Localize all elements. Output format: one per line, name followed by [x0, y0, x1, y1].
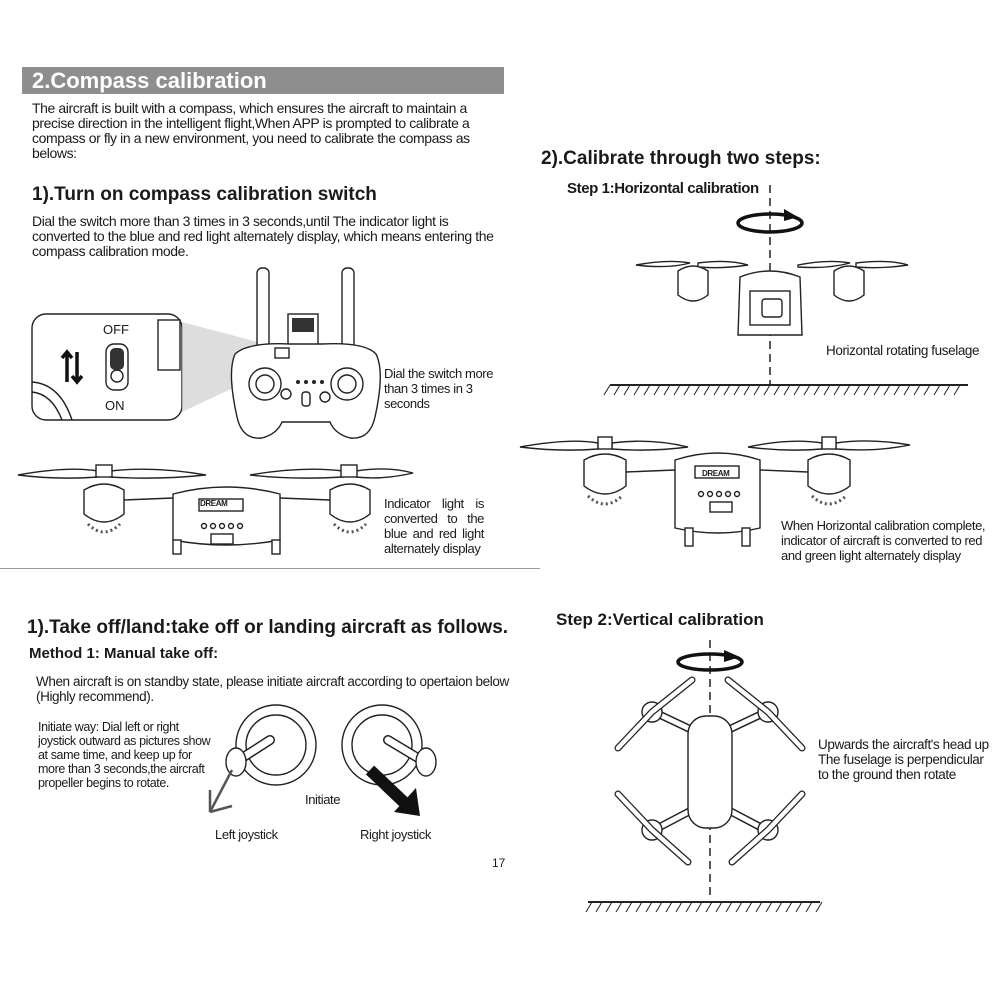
- section-title: 2.Compass calibration: [32, 68, 267, 94]
- left-joystick-label: Left joystick: [215, 827, 278, 842]
- section-title-banner: 2.Compass calibration: [22, 67, 504, 94]
- method-heading: Method 1: Manual take off:: [29, 645, 218, 662]
- step2-label: Step 2:Vertical calibration: [556, 610, 764, 630]
- vertical-caption: Upwards the aircraft's head up The fusel…: [818, 737, 996, 782]
- switch-icon: [92, 340, 142, 400]
- initiate-paragraph: Initiate way: Dial left or right joystic…: [38, 720, 213, 790]
- right-joystick-label: Right joystick: [360, 827, 431, 842]
- horizontal-caption: Horizontal rotating fuselage: [826, 343, 979, 358]
- indicator-caption: Indicator light is converted to the blue…: [384, 496, 484, 556]
- drone-brand-label-right: DREAM: [702, 469, 729, 478]
- horizontal-calibration-illustration: [598, 185, 978, 395]
- drone-brand-label: DREAM: [200, 499, 227, 508]
- step1-paragraph: Dial the switch more than 3 times in 3 s…: [32, 214, 497, 259]
- page-number: 17: [492, 856, 505, 870]
- dial-caption: Dial the switch more than 3 times in 3 s…: [384, 366, 496, 411]
- drone-front-view-left: [18, 458, 418, 570]
- takeoff-heading: 1).Take off/land:take off or landing air…: [27, 617, 508, 639]
- switch-arrows-icon: [60, 350, 84, 384]
- step1-heading: 1).Turn on compass calibration switch: [32, 184, 377, 206]
- right-joystick-icon: [334, 700, 444, 820]
- intro-paragraph: The aircraft is built with a compass, wh…: [32, 101, 502, 161]
- initiate-label: Initiate: [305, 792, 340, 807]
- switch-on-label: ON: [105, 398, 125, 413]
- switch-off-label: OFF: [103, 322, 129, 337]
- section-divider: [0, 568, 540, 569]
- calibrate-heading: 2).Calibrate through two steps:: [541, 148, 821, 170]
- vertical-calibration-illustration: [588, 640, 828, 920]
- complete-caption: When Horizontal calibration complete, in…: [781, 518, 991, 563]
